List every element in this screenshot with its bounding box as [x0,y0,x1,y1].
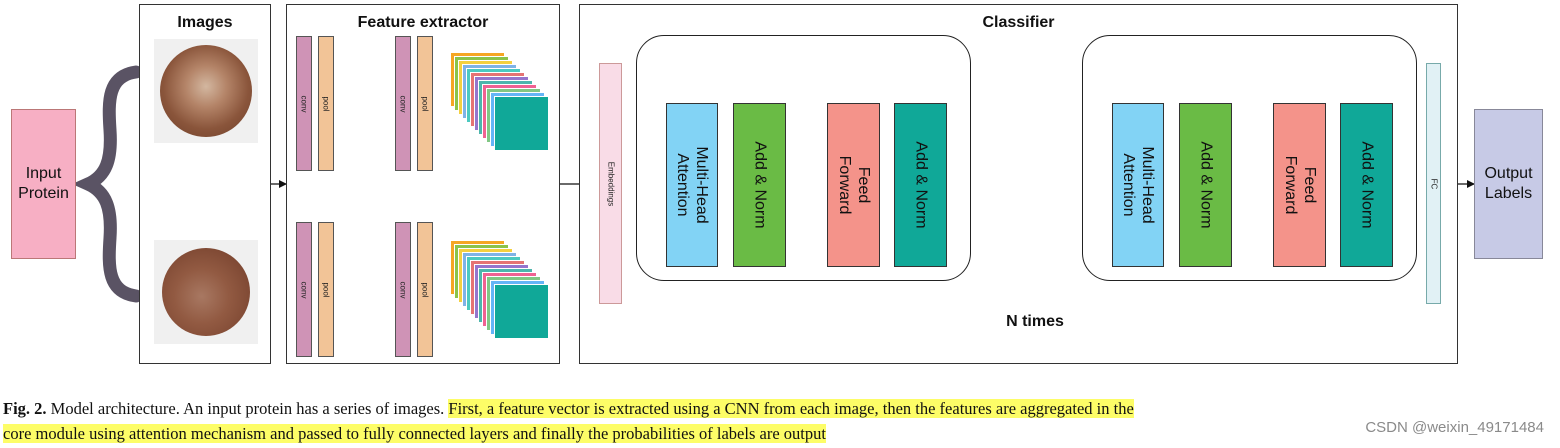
caption-plain: Model architecture. An input protein has… [46,399,449,418]
pool-layer-bottom-2: pool [417,222,433,357]
images-title: Images [177,14,233,31]
multi-head-attention-block-1: Multi-Head Attention [666,103,718,267]
conv-layer-top-1: conv [296,36,312,171]
images-panel: Images [139,4,271,364]
fc-layer: FC [1426,63,1441,304]
pool-layer-top-2: pool [417,36,433,171]
transformer-block-1 [636,35,971,281]
caption-prefix: Fig. 2. [3,399,47,418]
caption-highlight-1: First, a feature vector is extracted usi… [448,399,1134,418]
input-label-line1: Input [25,165,62,182]
tissue-image-bottom [154,240,258,344]
output-labels-box: Output Labels [1474,109,1543,259]
figure-caption: Fig. 2. Model architecture. An input pro… [3,396,1559,446]
add-norm-block-2a: Add & Norm [1179,103,1232,267]
multi-head-attention-block-2: Multi-Head Attention [1112,103,1164,267]
pool-layer-bottom-1: pool [318,222,334,357]
watermark: CSDN @weixin_49171484 [1365,419,1544,436]
feed-forward-block-2: Feed Forward [1273,103,1326,267]
add-norm-block-2b: Add & Norm [1340,103,1393,267]
feature-map-layer [494,284,549,339]
conv-layer-bottom-1: conv [296,222,312,357]
add-norm-block-1b: Add & Norm [894,103,947,267]
output-label-line1: Output [1484,165,1533,182]
conv-layer-bottom-2: conv [395,222,411,357]
n-times-label: N times [1006,313,1064,330]
classifier-title: Classifier [982,14,1055,31]
pool-layer-top-1: pool [318,36,334,171]
embeddings-layer: Embeddings [599,63,622,304]
input-protein-box: Input Protein [11,109,76,259]
curly-brace [72,65,143,303]
feature-extractor-title: Feature extractor [357,14,489,31]
feature-map-layer [494,96,549,151]
conv-layer-top-2: conv [395,36,411,171]
caption-highlight-2: core module using attention mechanism an… [3,424,826,443]
tissue-image-top [154,39,258,143]
input-label-line2: Protein [18,185,69,202]
add-norm-block-1a: Add & Norm [733,103,786,267]
output-label-line2: Labels [1484,185,1533,202]
classifier-panel: Classifier N times [579,4,1458,364]
feed-forward-block-1: Feed Forward [827,103,880,267]
transformer-block-2 [1082,35,1417,281]
